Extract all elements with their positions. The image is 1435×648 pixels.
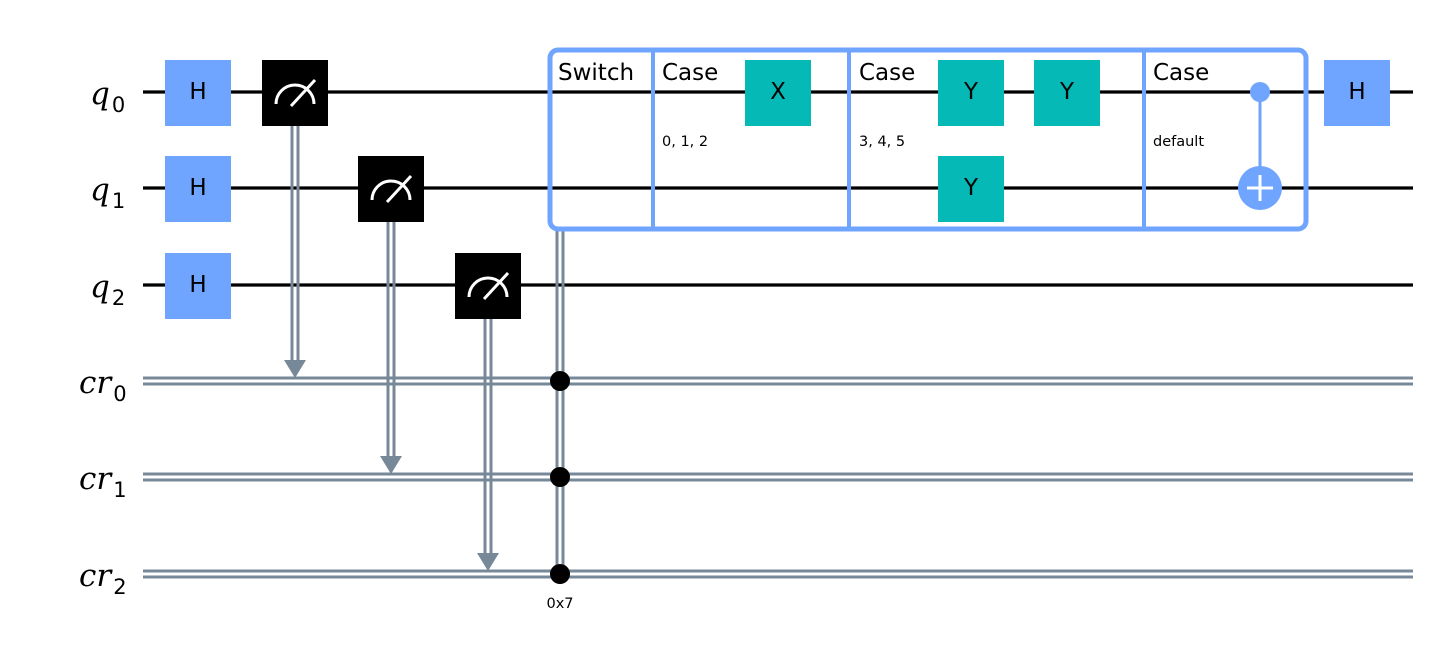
switch-label: Switch xyxy=(558,60,634,86)
svg-text:Y: Y xyxy=(963,175,979,201)
measure-link-q1-cr1 xyxy=(380,216,402,474)
svg-text:H: H xyxy=(189,79,206,105)
switch-block xyxy=(547,47,1309,232)
gauge-icon xyxy=(370,174,413,204)
clbit-label-cr0: cr0 xyxy=(79,365,127,406)
clbit-label-cr2: cr2 xyxy=(79,558,127,599)
y-gate-q1: Y xyxy=(938,156,1004,222)
cnot-gate xyxy=(1238,82,1282,210)
h-gate-q0-final: H xyxy=(1324,60,1390,126)
clbit-wire-cr2 xyxy=(143,569,1413,579)
measure-link-q2-cr2 xyxy=(477,313,499,571)
svg-text:Y: Y xyxy=(1059,79,1075,105)
measure-gate-q0 xyxy=(262,60,328,126)
y-gate-q0-first: Y xyxy=(938,60,1004,126)
qubit-label-q1: q1 xyxy=(90,172,125,213)
x-gate-q0: X xyxy=(745,60,811,126)
measure-gate-q2 xyxy=(455,253,521,319)
h-gate-q0: H xyxy=(165,60,231,126)
clbit-label-cr1: cr1 xyxy=(79,461,127,502)
case-values-1: 0, 1, 2 xyxy=(662,134,708,150)
svg-text:X: X xyxy=(770,79,786,105)
control-dot-cr1 xyxy=(550,467,570,487)
gauge-icon xyxy=(467,271,510,301)
case-values-2: 3, 4, 5 xyxy=(859,134,905,150)
case-label-3: Case xyxy=(1153,60,1209,86)
h-gate-q2: H xyxy=(165,253,231,319)
control-dot-cr0 xyxy=(550,371,570,391)
case-values-default: default xyxy=(1153,134,1204,150)
clbit-wire-cr0 xyxy=(143,376,1413,386)
y-gate-q0-second: Y xyxy=(1034,60,1100,126)
measure-gate-q1 xyxy=(358,156,424,222)
cnot-control-dot xyxy=(1250,82,1270,102)
case-label-1: Case xyxy=(662,60,718,86)
measure-link-q0-cr0 xyxy=(284,120,306,378)
svg-text:H: H xyxy=(189,272,206,298)
case-label-2: Case xyxy=(859,60,915,86)
h-gate-q1: H xyxy=(165,156,231,222)
qubit-label-q0: q0 xyxy=(90,76,125,117)
clbit-wire-cr1 xyxy=(143,472,1413,482)
plus-circle-icon xyxy=(1238,166,1282,210)
svg-text:Y: Y xyxy=(963,79,979,105)
svg-text:H: H xyxy=(1348,79,1365,105)
switch-target-link xyxy=(550,230,570,584)
qubit-label-q2: q2 xyxy=(90,269,125,310)
control-dot-cr2 xyxy=(550,564,570,584)
switch-target-value: 0x7 xyxy=(546,596,573,612)
svg-text:H: H xyxy=(189,175,206,201)
gauge-icon xyxy=(274,78,317,108)
